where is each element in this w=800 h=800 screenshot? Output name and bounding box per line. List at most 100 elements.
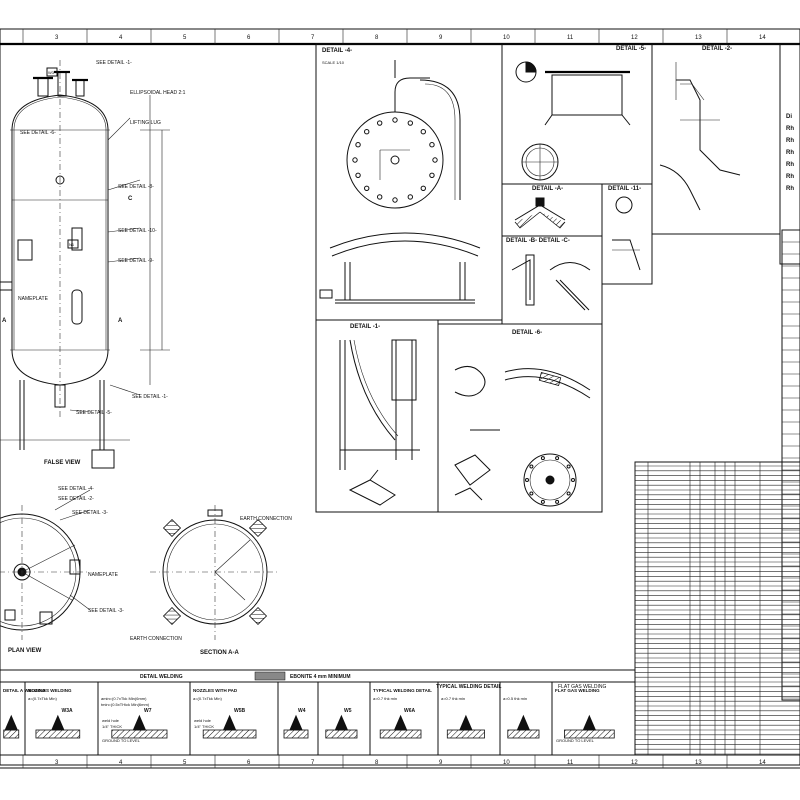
bolt-hole [420,185,426,191]
detail-2: DETAIL -2- [651,43,781,235]
bolt-hole [432,157,438,163]
frame-top-number: 11 [567,35,574,41]
frame-top-number: 10 [503,35,510,41]
weld-cell-note: a=0.7 thk min [373,696,397,701]
bolt-hole [429,172,435,179]
frame-top-number: 14 [759,35,766,41]
bolt-hole [364,129,370,135]
weld-cell-note: a=(0.7xTkk Min) [28,696,57,701]
bolt-hole [407,194,414,200]
revision-grid [782,229,800,699]
ebonite-swatch [254,671,286,681]
bom-rows [634,462,800,755]
bolt-hole [555,499,560,504]
weld-plate [202,729,257,739]
revision-label: Rh [786,150,794,156]
frame-bottom-number: 5 [183,760,187,766]
weld-cell-label1: weld hole [194,718,212,723]
revision-label: Rh [786,162,794,168]
weld-cell-title: NOZZLES WELDING [28,688,72,693]
frame-top-number: 9 [439,35,443,41]
callout-detail-1-top: SEE DETAIL -1- [96,60,132,66]
detail-6: DETAIL -6- [437,323,603,513]
weld-cell-code: W5 [344,708,352,714]
frame-bottom-number: 8 [375,760,379,766]
frame-bottom-number: 11 [567,760,574,766]
bolt-hole [571,478,575,482]
detail-bc: DETAIL -B- DETAIL -C- [501,235,603,325]
label-ellipsoidal-head: ELLIPSOIDAL HEAD 2:1 [130,90,186,96]
frame-bottom-number: 10 [503,760,510,766]
bolt-hole [392,197,398,203]
frame-bottom-number: 9 [439,760,443,766]
bolt-hole [420,129,426,135]
revision-label: Rh [786,186,794,192]
bolt-hole [352,157,358,163]
detail-6-bolt-circle [525,456,575,504]
weld-cell-label1: weld hole [102,718,120,723]
weld-cell-note: a=(0.7xTkk Min) [193,696,222,701]
weld-cell-title: DETAIL A WELDING [3,688,46,693]
frame-top-number: 8 [375,35,379,41]
plan-view: SEE DETAIL -4- SEE DETAIL -2- SEE DETAIL… [0,486,124,654]
detail-5: DETAIL -5- [501,43,653,185]
welding-header-ebonite: EBONITE 4 mm MINIMUM [290,674,351,680]
weld-plate [3,729,20,739]
bolt-hole [392,117,398,123]
revision-label: Rh [786,126,794,132]
frame-bottom-number: 12 [631,760,638,766]
frame-bottom-number: 14 [759,760,766,766]
section-mark-a-left: A [2,318,7,324]
weld-cell-code: W7 [144,708,152,714]
weld-bead [516,714,531,731]
callout-detail-9: SEE DETAIL -9- [118,258,154,264]
weld-cell-label3: GROUND TO LEVEL [556,738,595,743]
bolt-hole [529,491,534,496]
weld-plate [111,729,168,739]
section-label-earth-1: EARTH CONNECTION [240,516,292,522]
false-view: SEE DETAIL -1- SEE DETAIL -6- SEE DETAIL… [0,60,186,469]
bubble-n1: N1 [69,242,75,247]
weld-bead [132,714,147,731]
plan-callout-detail-3b: SEE DETAIL -3- [88,608,124,614]
callout-detail-8: SEE DETAIL -8- [118,184,154,190]
weld-cell-note: a=0.7 thk min [441,696,465,701]
frame-bottom-number: 7 [311,760,315,766]
detail-11: DETAIL -11- [601,183,653,285]
frame-top-number: 12 [631,35,638,41]
plan-label-nameplate: NAMEPLATE [88,572,119,578]
weld-plate [325,729,358,739]
label-nameplate: NAMEPLATE [18,296,49,302]
bolt-hole [540,499,545,504]
revision-label: Rh [786,174,794,180]
weld-cell-code: W4 [298,708,306,714]
bom-table [634,461,800,756]
bolt-hole [355,141,361,148]
frame-top-number: 4 [119,35,123,41]
detail-4: DETAIL -4- SCALE 1/10 [315,43,503,321]
bolt-hole [566,464,571,469]
weld-cell-note: amin=(0.7xTkk Min(6mm) [101,696,147,701]
weld-bead [582,714,597,731]
detail-1: DETAIL -1- [315,319,439,513]
bolt-hole [364,185,370,191]
welding-header-flat: FLAT GAS WELDING [558,684,607,690]
bubble-w3: W3 [48,70,55,75]
detail-6-title: DETAIL -6- [512,330,542,336]
weld-cell-code: W6A [404,708,416,714]
callout-detail-6: SEE DETAIL -6- [20,130,56,136]
weld-bead [51,714,65,731]
detail-a-title: DETAIL -A- [532,186,563,192]
frame-top-number: 3 [55,35,59,41]
weld-bead [4,714,19,731]
frame-bottom-number: 3 [55,760,59,766]
bolt-hole [566,491,571,496]
label-lifting-lug: LIFTING LUG [130,120,161,126]
welding-header-typical: TYPICAL WELDING DETAIL [436,684,501,690]
frame-bottom-number: 13 [695,760,702,766]
revision-label: Rh [786,138,794,144]
